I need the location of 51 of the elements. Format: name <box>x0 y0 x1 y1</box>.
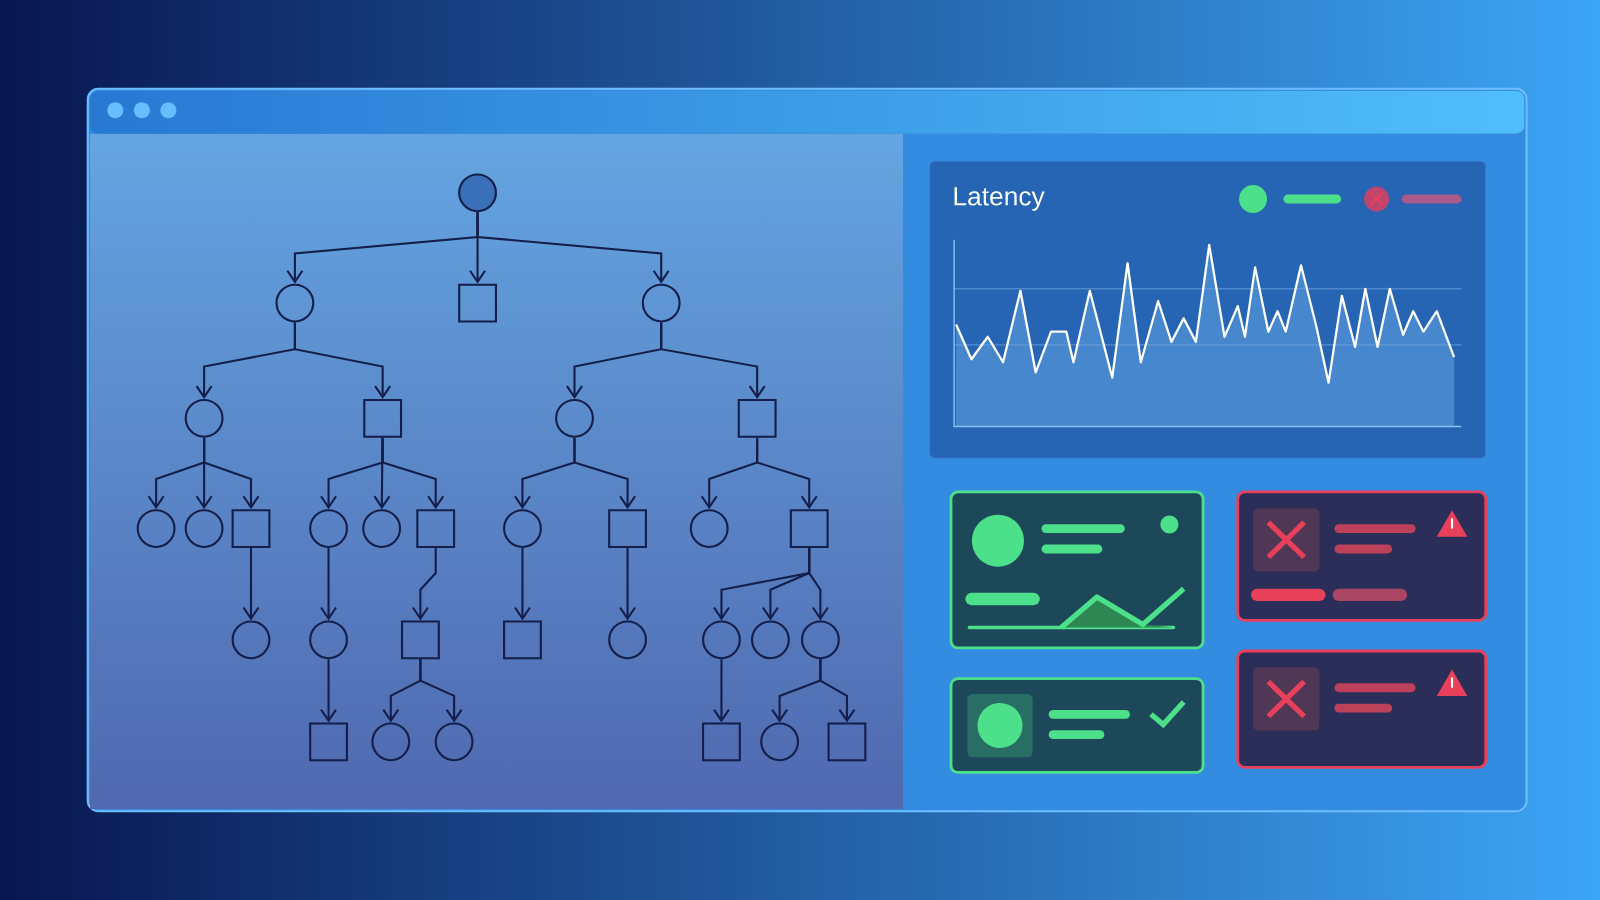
tree-square <box>789 509 829 548</box>
arrow <box>660 322 766 399</box>
tree-circle <box>434 722 474 762</box>
arrow <box>573 437 636 510</box>
arrow <box>203 437 260 510</box>
tree-circle <box>184 509 224 548</box>
tree-circle <box>608 620 647 660</box>
tree-square <box>400 620 440 660</box>
tree-square <box>363 398 403 438</box>
tree-square <box>458 283 497 323</box>
tree-circle <box>231 620 271 660</box>
arrow <box>373 437 391 510</box>
arrow <box>514 548 531 621</box>
tree-circle <box>750 620 790 660</box>
tree-circle <box>503 509 542 548</box>
tree-circle <box>136 509 176 548</box>
tree-circle <box>275 283 315 323</box>
tree-square <box>416 509 456 548</box>
tree-square <box>503 620 542 660</box>
arrow <box>242 548 260 621</box>
tree-circle <box>371 722 411 762</box>
arrow <box>819 659 856 723</box>
arrow <box>412 548 437 621</box>
tree-circle <box>800 620 840 660</box>
tree-square <box>309 722 348 762</box>
tree-circle <box>702 620 741 660</box>
tree-circle <box>555 398 594 438</box>
tree-circle <box>184 398 224 438</box>
tree-circle <box>641 283 681 323</box>
arrow <box>756 437 818 510</box>
tree-square <box>827 722 867 762</box>
arrow <box>381 437 445 510</box>
arrow <box>293 322 392 399</box>
tree-square <box>702 722 741 762</box>
tree-square <box>231 509 271 548</box>
tree-square <box>608 509 647 548</box>
arrow <box>476 212 670 284</box>
arrow <box>808 548 829 621</box>
arrow <box>713 659 730 723</box>
tree-circle <box>458 173 497 213</box>
arrow <box>320 659 337 723</box>
arrow <box>419 659 463 723</box>
tree-square <box>737 398 777 438</box>
tree-circle <box>362 509 402 548</box>
arrow <box>320 548 337 621</box>
tree-circle <box>689 509 729 548</box>
tree-circle <box>309 620 348 660</box>
tree-circle <box>309 509 348 548</box>
arrow <box>619 548 636 621</box>
chart-title: Latency <box>954 187 1045 211</box>
tree-circle <box>760 722 800 762</box>
